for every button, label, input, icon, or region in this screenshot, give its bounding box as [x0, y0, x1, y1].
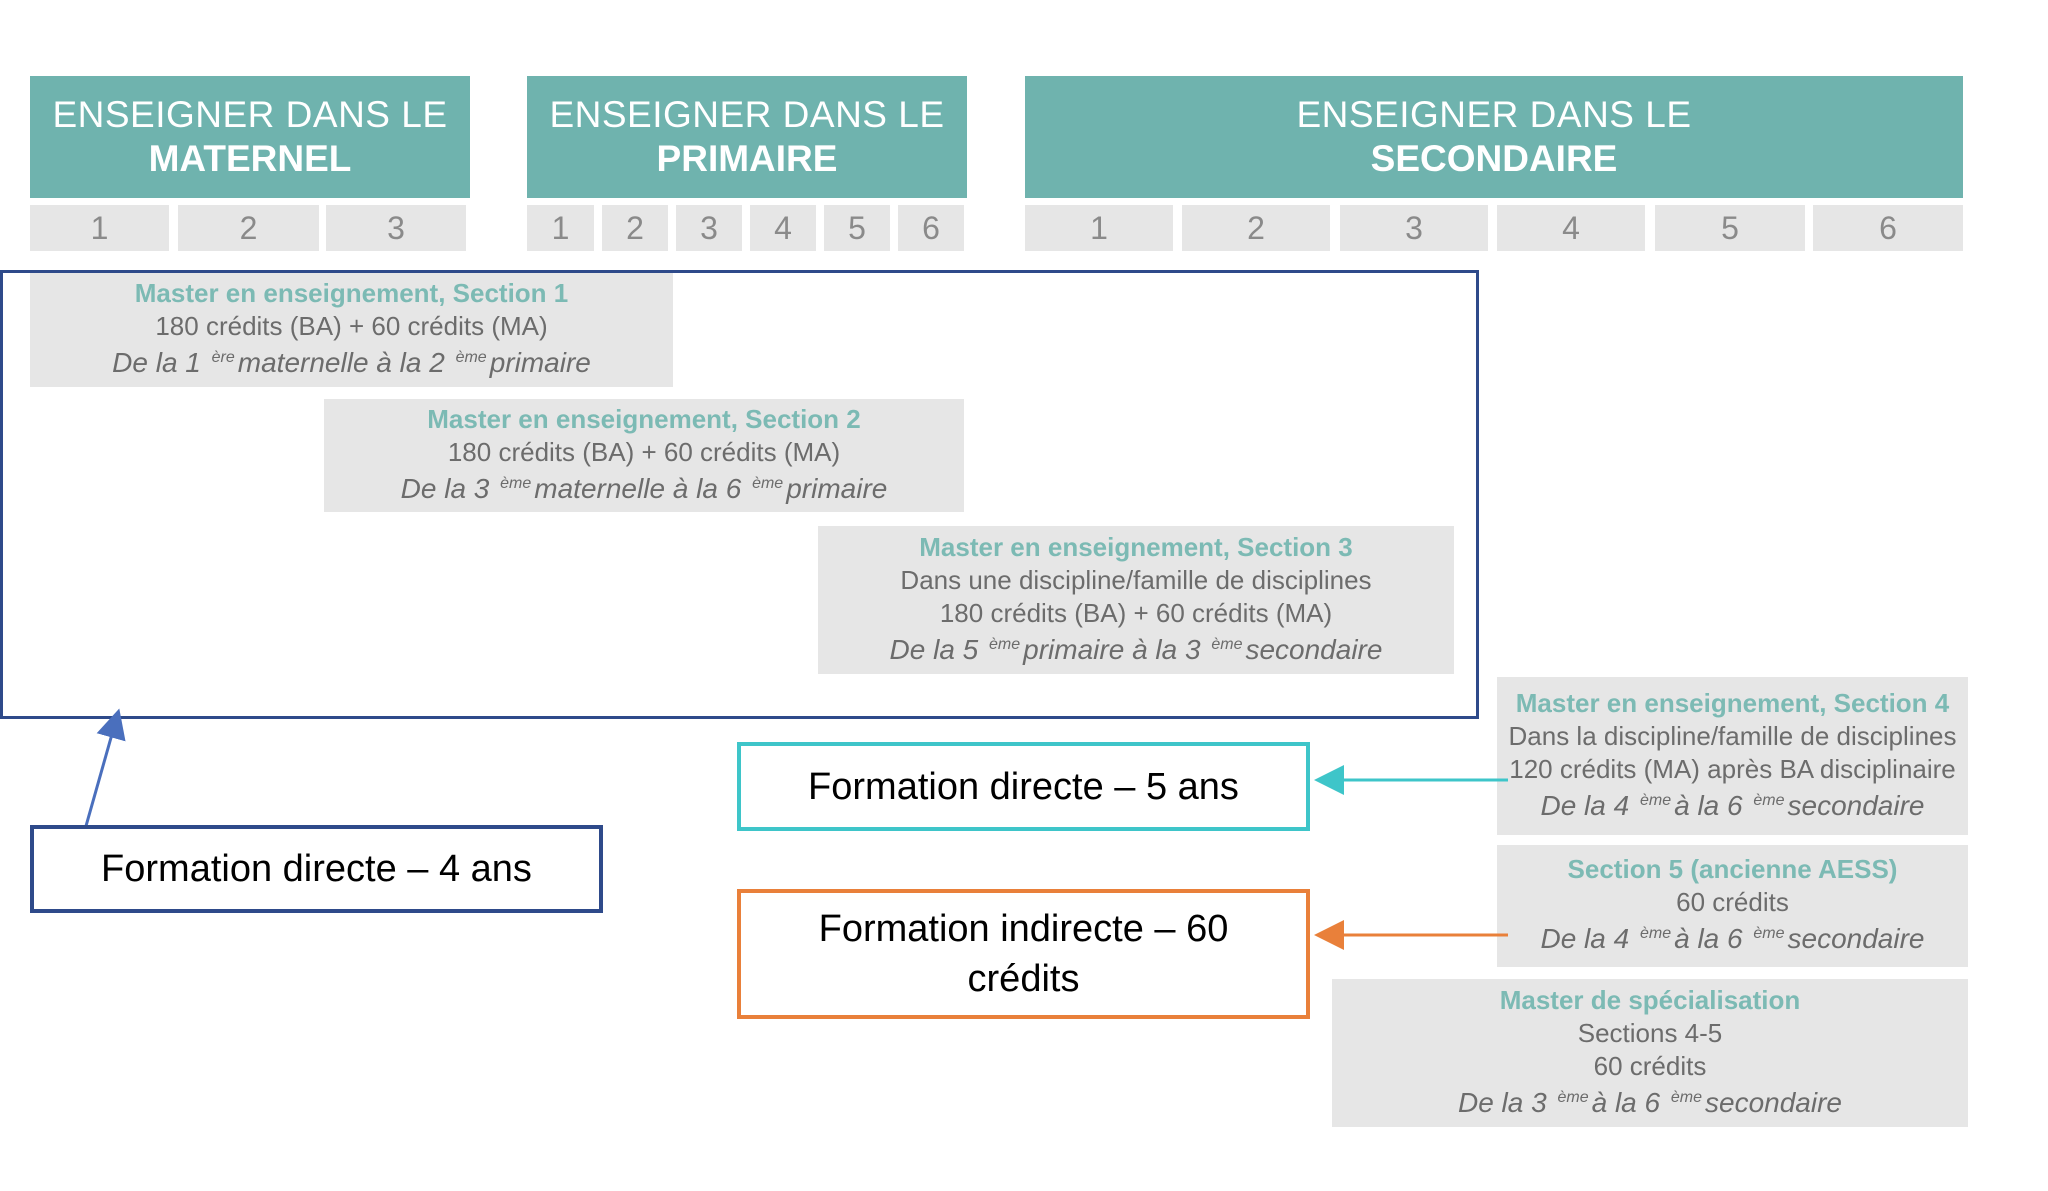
year-maternel-3: 3 — [326, 205, 466, 251]
year-primaire-5: 5 — [824, 205, 890, 251]
header-secondaire-bottom: SECONDAIRE — [1370, 138, 1618, 179]
year-primaire-1: 1 — [527, 205, 594, 251]
program-section-5: Section 5 (ancienne AESS) 60 crédits De … — [1497, 845, 1968, 967]
header-primaire-top: ENSEIGNER DANS LE — [549, 94, 945, 135]
header-secondaire: ENSEIGNER DANS LE SECONDAIRE — [1025, 76, 1963, 198]
program-title: Master en enseignement, Section 3 — [919, 531, 1353, 562]
program-section-1: Master en enseignement, Section 1 180 cr… — [30, 273, 673, 387]
year-secondaire-6: 6 — [1813, 205, 1963, 251]
program-credits: 60 crédits — [1593, 1050, 1707, 1081]
year-secondaire-2: 2 — [1182, 205, 1330, 251]
program-credits: 60 crédits — [1676, 887, 1789, 917]
header-primaire-bottom: PRIMAIRE — [656, 138, 838, 179]
year-secondaire-3: 3 — [1340, 205, 1488, 251]
arrow-blue — [84, 708, 126, 827]
label-direct-5-years: Formation directe – 5 ans — [737, 742, 1310, 831]
header-maternel-top: ENSEIGNER DANS LE — [52, 94, 448, 135]
program-sections: Sections 4-5 — [1577, 1017, 1723, 1048]
program-discipline: Dans la discipline/famille de discipline… — [1508, 720, 1957, 751]
year-maternel-1: 1 — [30, 205, 169, 251]
year-secondaire-4: 4 — [1497, 205, 1645, 251]
program-title: Master en enseignement, Section 1 — [134, 278, 569, 308]
header-primaire: ENSEIGNER DANS LE PRIMAIRE — [527, 76, 967, 198]
program-section-4: Master en enseignement, Section 4 Dans l… — [1497, 677, 1968, 835]
label-indirect-60: Formation indirecte – 60 crédits — [737, 889, 1310, 1019]
program-credits: 180 crédits (BA) + 60 crédits (MA) — [155, 311, 548, 341]
year-primaire-3: 3 — [676, 205, 742, 251]
label-direct-4-text: Formation directe – 4 ans — [101, 848, 532, 890]
year-primaire-6: 6 — [898, 205, 964, 251]
program-credits: 120 crédits (MA) après BA disciplinaire — [1509, 753, 1956, 784]
program-title: Master en enseignement, Section 4 — [1515, 687, 1950, 718]
program-title: Section 5 (ancienne AESS) — [1567, 854, 1898, 884]
header-maternel-bottom: MATERNEL — [148, 138, 352, 179]
program-credits: 180 crédits (BA) + 60 crédits (MA) — [447, 436, 841, 467]
direct-4-years-frame — [0, 270, 1479, 719]
year-primaire-2: 2 — [602, 205, 668, 251]
program-discipline: Dans une discipline/famille de disciplin… — [900, 564, 1372, 595]
header-secondaire-top: ENSEIGNER DANS LE — [1296, 94, 1692, 135]
year-secondaire-1: 1 — [1025, 205, 1173, 251]
year-maternel-2: 2 — [178, 205, 319, 251]
label-direct-5-text: Formation directe – 5 ans — [808, 765, 1239, 808]
program-title: Master en enseignement, Section 2 — [427, 403, 861, 434]
year-primaire-4: 4 — [750, 205, 816, 251]
program-section-3: Master en enseignement, Section 3 Dans u… — [818, 526, 1454, 674]
header-maternel: ENSEIGNER DANS LE MATERNEL — [30, 76, 470, 198]
program-title: Master de spécialisation — [1499, 984, 1801, 1015]
label-indirect-line1: Formation indirecte – 60 — [818, 908, 1229, 950]
program-credits: 180 crédits (BA) + 60 crédits (MA) — [939, 597, 1333, 628]
label-direct-4-years: Formation directe – 4 ans — [30, 825, 603, 913]
label-indirect-line2: crédits — [967, 958, 1080, 1000]
program-specialisation: Master de spécialisation Sections 4-5 60… — [1332, 979, 1968, 1127]
year-secondaire-5: 5 — [1655, 205, 1805, 251]
program-section-2: Master en enseignement, Section 2 180 cr… — [324, 399, 964, 512]
